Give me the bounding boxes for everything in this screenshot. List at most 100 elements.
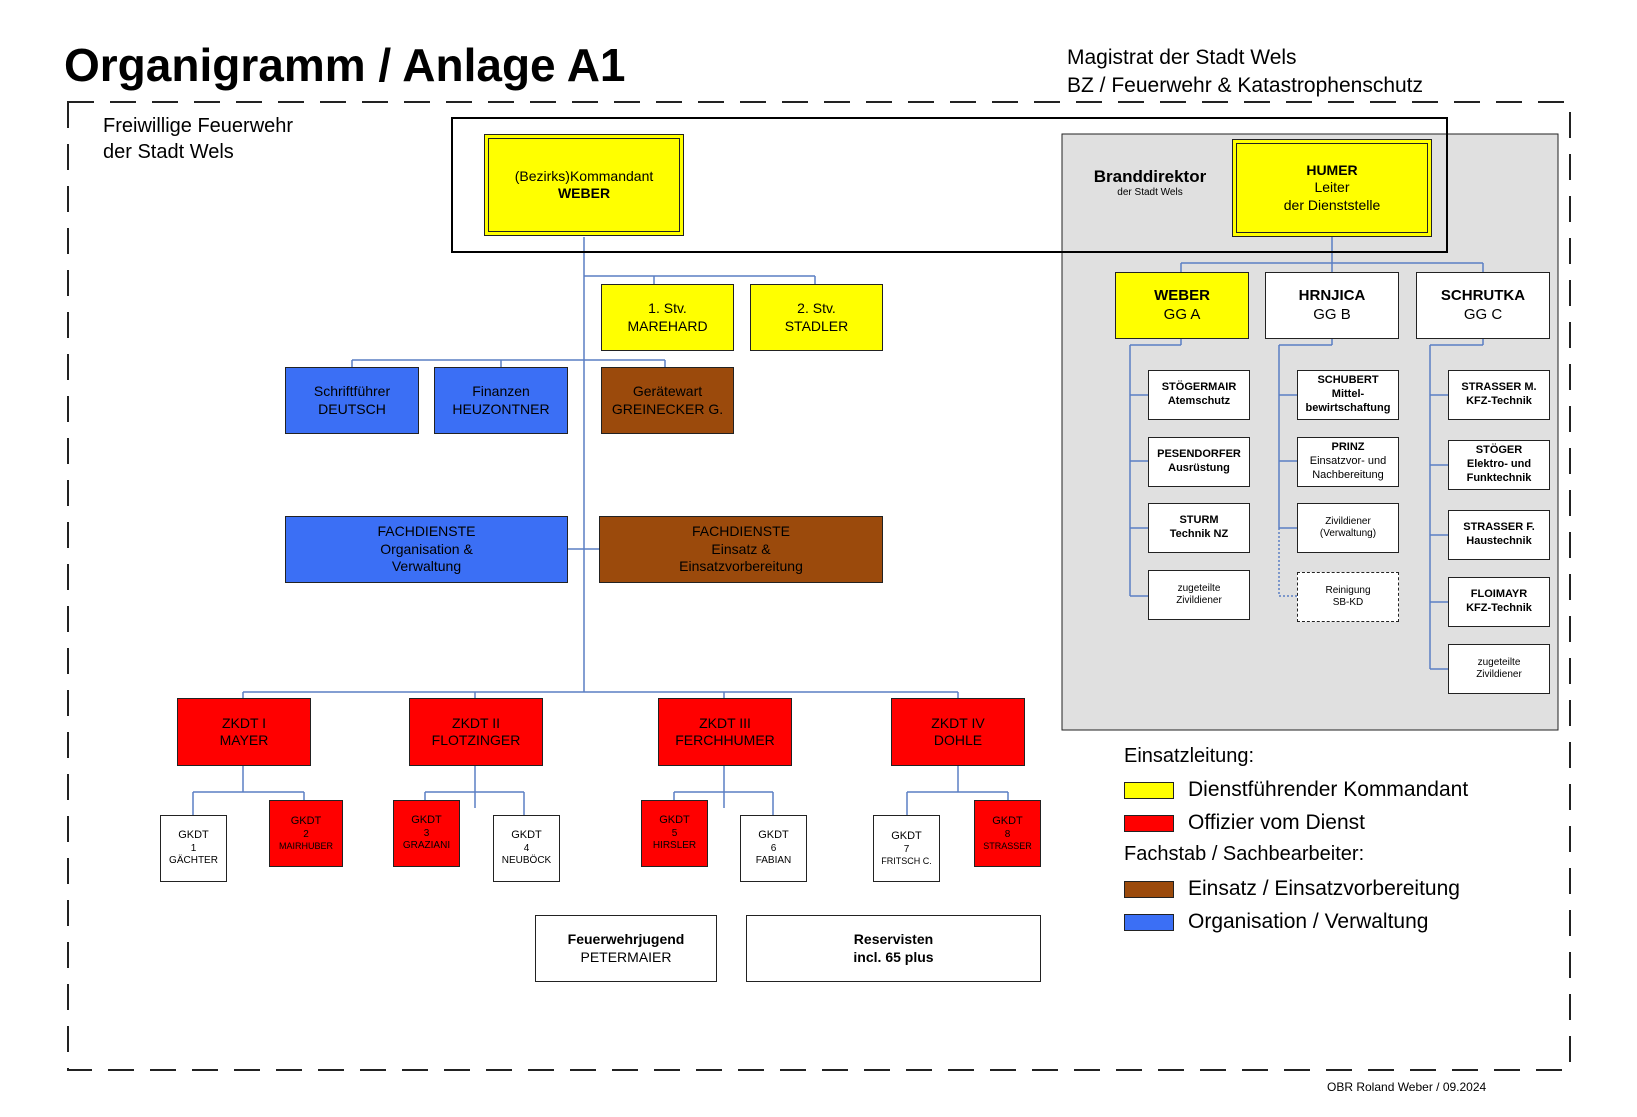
schriftfuehrer-name: DEUTSCH — [318, 400, 386, 417]
footer-author: OBR Roland Weber / 09.2024 — [1327, 1080, 1487, 1094]
gkdt-role: GKDT — [178, 829, 209, 842]
legend-heading-fachstab: Fachstab / Sachbearbeiter: — [1124, 843, 1365, 865]
schriftfuehrer-box: Schriftführer DEUTSCH — [285, 367, 419, 434]
member-line2: Zivildiener — [1176, 595, 1222, 606]
ff-label: Freiwillige Feuerwehr der Stadt Wels — [103, 113, 293, 165]
ff-label-line2: der Stadt Wels — [103, 141, 234, 163]
stv1-box: 1. Stv. MAREHARD — [601, 284, 734, 351]
zkdt-role: ZKDT I — [221, 714, 267, 731]
legend-label: Dienstführender Kommandant — [1188, 778, 1469, 801]
finanzen-name: HEUZONTNER — [452, 400, 550, 417]
member-line1: STRASSER F. — [1463, 521, 1535, 534]
fd-einsatz-line2: Einsatz & — [711, 540, 771, 557]
fd-org-line2: Organisation & — [380, 540, 473, 557]
zkdt-box: ZKDT III FERCHHUMER — [658, 698, 792, 766]
member-line2: Zivildiener — [1476, 669, 1522, 680]
member-line2: Elektro- und — [1466, 458, 1532, 471]
gkdt-role: GKDT — [411, 814, 442, 827]
fd-einsatz-line1: FACHDIENSTE — [691, 523, 790, 540]
humer-name: HUMER — [1306, 161, 1358, 178]
group-sub: GG C — [1463, 305, 1503, 323]
gkdt-box: GKDT 4 NEUBÖCK — [493, 815, 560, 882]
stv1-role: 1. Stv. — [648, 300, 687, 316]
einsatzleitung-frame — [451, 117, 1448, 253]
fachdienste-organisation-box: FACHDIENSTE Organisation & Verwaltung — [285, 516, 568, 583]
humer-box: HUMER Leiter der Dienststelle — [1232, 139, 1432, 237]
ggc-member: STRASSER F. Haustechnik — [1448, 510, 1550, 560]
group-box: SCHRUTKA GG C — [1416, 272, 1550, 339]
stv2-role: 2. Stv. — [797, 300, 836, 316]
legend-item: Offizier vom Dienst — [1124, 811, 1365, 835]
gkdt-role: GKDT — [758, 829, 789, 842]
zkdt-role: ZKDT II — [452, 714, 500, 731]
gkdt-num: 5 — [671, 827, 678, 839]
zkdt-box: ZKDT IV DOHLE — [891, 698, 1025, 766]
gkdt-role: GKDT — [992, 814, 1023, 827]
gkdt-role: GKDT — [891, 829, 922, 842]
legend-item: Dienstführender Kommandant — [1124, 778, 1468, 802]
zkdt-name: FLOTZINGER — [431, 732, 521, 748]
gkdt-num: 8 — [1004, 828, 1011, 840]
gkdt-name: STRASSER — [983, 841, 1032, 851]
gkdt-num: 3 — [423, 827, 430, 839]
member-line1: PESENDORFER — [1157, 448, 1241, 461]
member-line1: STURM — [1179, 514, 1219, 527]
page-title: Organigramm / Anlage A1 — [64, 39, 626, 91]
gkdt-role: GKDT — [290, 814, 322, 827]
humer-line2: Leiter — [1314, 179, 1350, 196]
member-line1: zugeteilte — [1477, 656, 1521, 668]
member-line2: Mittel- — [1331, 388, 1365, 401]
member-line2: KFZ-Technik — [1466, 602, 1532, 614]
gkdt-role: GKDT — [511, 829, 542, 842]
member-line1: STÖGERMAIR — [1161, 381, 1237, 394]
gga-member: STURM Technik NZ — [1148, 503, 1250, 553]
ggc-member: STRASSER M. KFZ-Technik — [1448, 370, 1550, 420]
reservisten-line1: Reservisten — [853, 931, 934, 947]
group-name: SCHRUTKA — [1440, 286, 1526, 304]
member-line1: Zivildiener — [1325, 515, 1371, 527]
kommandant-role: (Bezirks)Kommandant — [514, 167, 654, 184]
geraetewart-name: GREINECKER G. — [611, 400, 724, 417]
ggb-member: Zivildiener (Verwaltung) — [1297, 503, 1399, 553]
ggb-member: PRINZ Einsatzvor- und Nachbereitung — [1297, 437, 1399, 487]
member-line1: STRASSER M. — [1461, 381, 1537, 394]
legend-swatch-yellow — [1124, 781, 1174, 799]
schriftfuehrer-role: Schriftführer — [313, 383, 391, 399]
gkdt-num: 2 — [303, 828, 309, 840]
geraetewart-box: Gerätewart GREINECKER G. — [601, 367, 734, 434]
branddirektor-title: Branddirektor — [1093, 167, 1207, 186]
header-authority: Magistrat der Stadt Wels BZ / Feuerwehr … — [1067, 44, 1423, 101]
member-line3: bewirtschaftung — [1305, 401, 1391, 414]
kommandant-name: WEBER — [557, 185, 611, 201]
reservisten-box: Reservisten incl. 65 plus — [746, 915, 1041, 982]
legend-item: Einsatz / Einsatzvorbereitung — [1124, 877, 1460, 901]
gkdt-box: GKDT 8 STRASSER — [974, 800, 1041, 867]
header-line1: Magistrat der Stadt Wels — [1067, 46, 1297, 69]
fachdienste-einsatz-box: FACHDIENSTE Einsatz & Einsatzvorbereitun… — [599, 516, 883, 583]
gkdt-num: 4 — [523, 842, 530, 854]
legend-heading-einsatzleitung: Einsatzleitung: — [1124, 745, 1255, 767]
gkdt-box: GKDT 6 FABIAN — [740, 815, 807, 882]
group-name: WEBER — [1154, 286, 1210, 304]
gga-member: STÖGERMAIR Atemschutz — [1148, 370, 1250, 420]
legend-swatch-red — [1124, 814, 1174, 832]
group-box: WEBER GG A — [1115, 272, 1249, 339]
group-sub: GG A — [1163, 305, 1201, 323]
gkdt-name: FABIAN — [755, 855, 792, 867]
member-line1: PRINZ — [1331, 441, 1365, 454]
legend-label: Offizier vom Dienst — [1188, 811, 1365, 834]
zkdt-name: DOHLE — [933, 732, 983, 748]
ggc-member: FLOIMAYR KFZ-Technik — [1448, 577, 1550, 627]
jugend-box: Feuerwehrjugend PETERMAIER — [535, 915, 717, 982]
zkdt-box: ZKDT I MAYER — [177, 698, 311, 766]
gkdt-box: GKDT 1 GÄCHTER — [160, 815, 227, 882]
member-line2: Ausrüstung — [1168, 462, 1230, 474]
finanzen-role: Finanzen — [472, 383, 530, 399]
member-line3: Funktechnik — [1466, 471, 1532, 484]
gkdt-name: GRAZIANI — [402, 840, 451, 852]
zkdt-role: ZKDT III — [699, 714, 751, 731]
group-name: HRNJICA — [1298, 286, 1366, 304]
zkdt-role: ZKDT IV — [931, 714, 985, 731]
kommandant-box: (Bezirks)Kommandant WEBER — [484, 134, 684, 236]
gkdt-num: 6 — [770, 842, 777, 854]
